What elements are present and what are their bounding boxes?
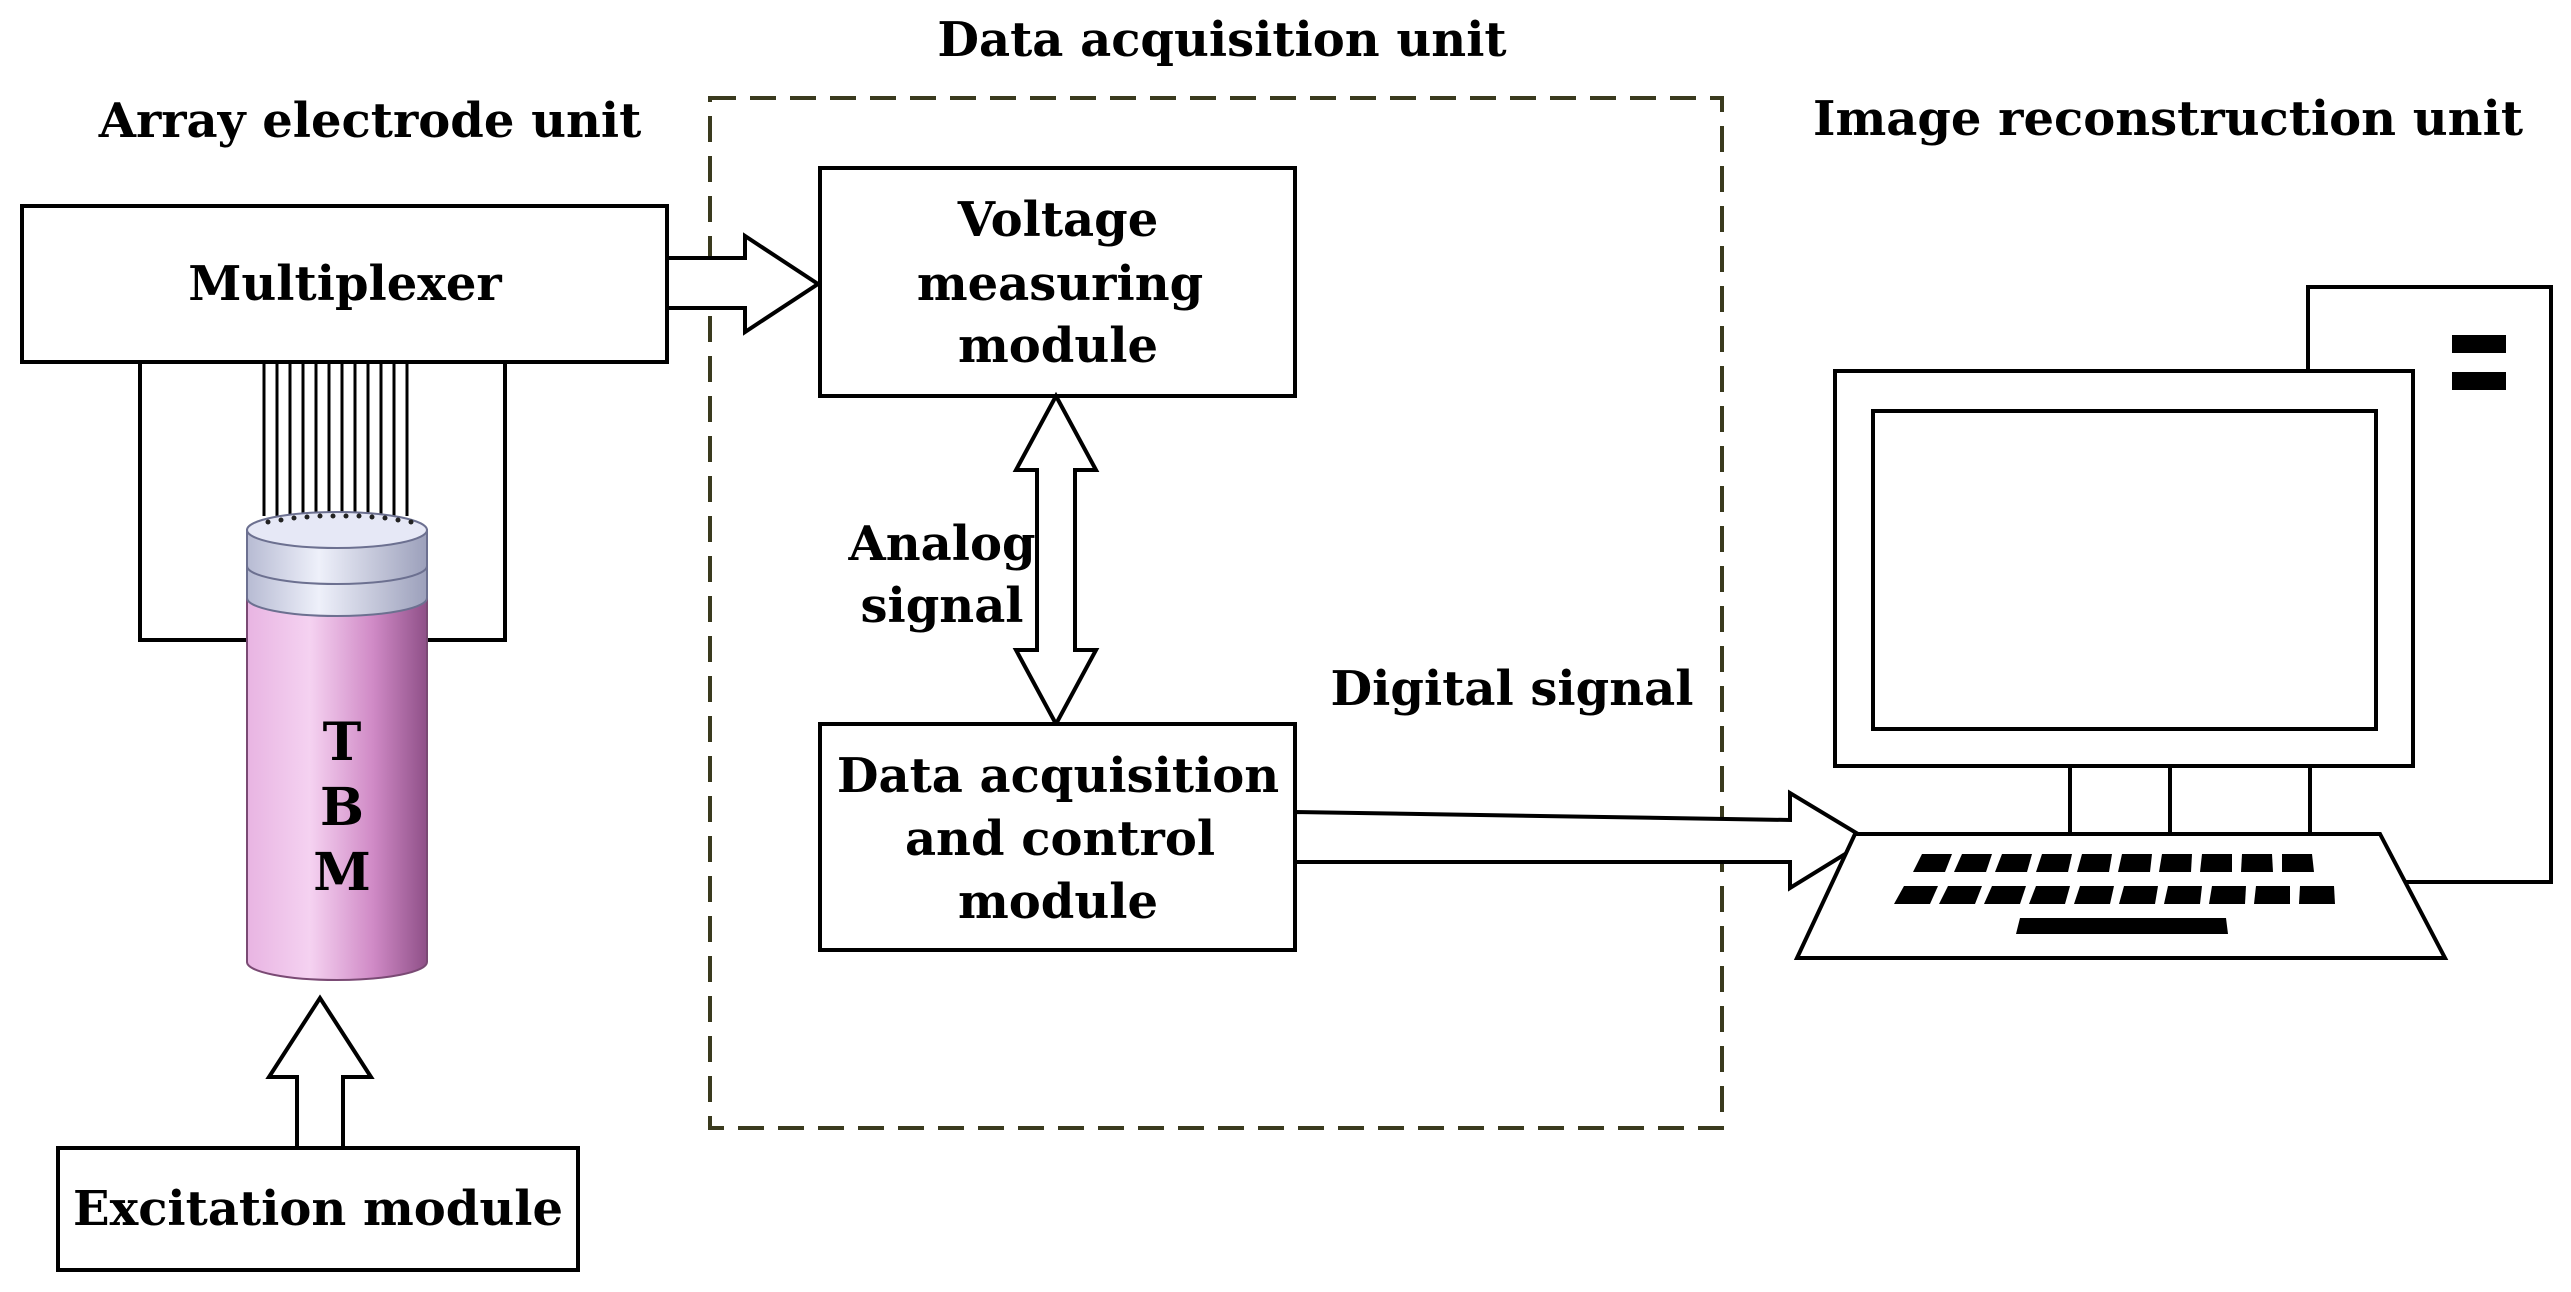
voltage-measuring-module-box [818,166,1297,398]
daq-control-line3: module [958,874,1158,930]
voltage-measuring-line3: module [958,318,1158,374]
tower-drive-slot-1 [2452,335,2506,353]
data-acquisition-boundary [708,96,1724,1130]
tbm-letter-t: T [323,712,362,773]
daq-control-line1: Data acquisition [837,748,1279,804]
multiplexer-label: Multiplexer [188,256,502,312]
excitation-module-box [56,1146,580,1272]
daq-control-line2: and control [905,811,1215,867]
digital-signal-label: Digital signal [1331,661,1694,717]
data-acquisition-unit-title: Data acquisition unit [937,12,1506,68]
image-reconstruction-unit-title: Image reconstruction unit [1813,91,2523,147]
voltage-measuring-line1: Voltage [957,192,1158,248]
excitation-module-label: Excitation module [73,1181,563,1237]
tbm-cylinder [246,511,428,981]
monitor-screen [1871,409,2378,731]
excitation-up-arrow [265,994,375,1150]
analog-signal-label-line2: signal [860,578,1023,634]
keyboard [1793,832,2449,960]
computer-illustration [1793,285,2553,960]
voltage-measuring-line2: measuring [917,256,1203,312]
array-electrode-unit-title: Array electrode unit [98,93,642,149]
tbm-letter-m: M [313,842,371,903]
keyboard-keys [1894,854,2335,934]
monitor-stand [2068,764,2312,836]
tbm-letter-b: B [320,777,364,838]
multiplexer-to-voltage-arrow [665,232,822,336]
electrode-wires [262,362,409,516]
analog-signal-label-line1: Analog [847,516,1035,572]
tower-drive-slot-2 [2452,372,2506,390]
data-acquisition-control-module-box [818,722,1297,952]
digital-signal-arrow [1293,789,1872,892]
